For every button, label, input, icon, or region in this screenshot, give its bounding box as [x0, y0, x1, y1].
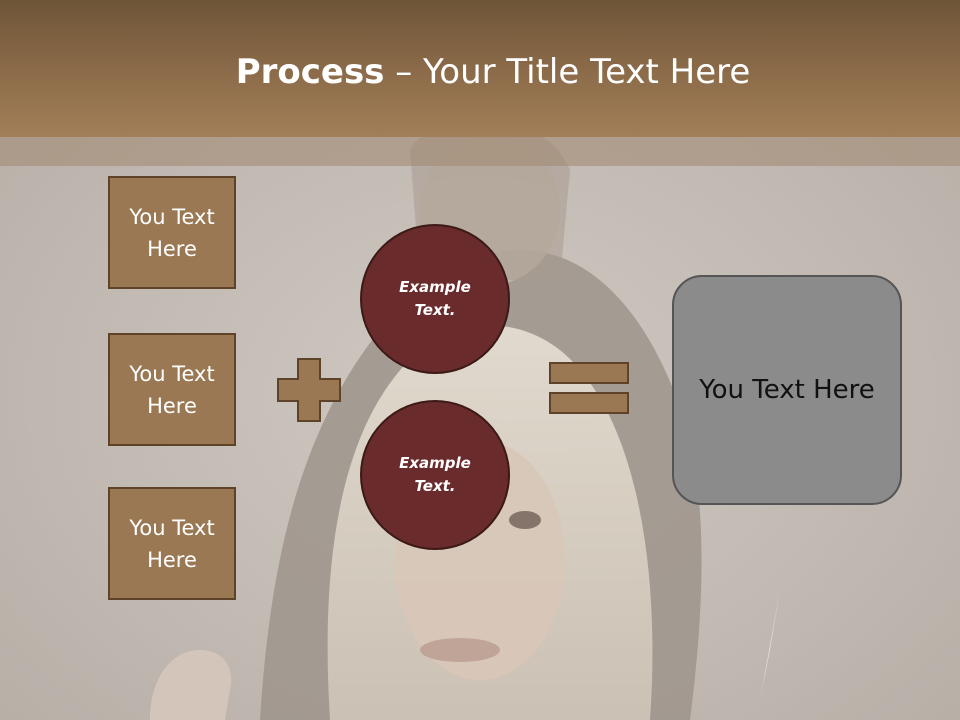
text-box-2: You Text Here: [108, 333, 236, 446]
circle-label: Example Text.: [399, 454, 471, 495]
text-box-3: You Text Here: [108, 487, 236, 600]
text-box-label: You Text Here: [129, 361, 215, 418]
title-bold: Process: [235, 52, 385, 92]
circle-label: Example Text.: [399, 278, 471, 319]
title-band: [0, 137, 960, 166]
title-rest: – Your Title Text Here: [384, 52, 751, 92]
title-bar: [0, 0, 960, 137]
example-circle-1: Example Text.: [360, 224, 510, 374]
text-box-1: You Text Here: [108, 176, 236, 289]
plus-icon: [277, 358, 341, 422]
text-box-label: You Text Here: [129, 515, 215, 572]
text-box-label: You Text Here: [129, 204, 215, 261]
equals-icon: [549, 362, 629, 414]
slide-title: Process – Your Title Text Here: [0, 52, 960, 92]
example-circle-2: Example Text.: [360, 400, 510, 550]
result-box: You Text Here: [672, 275, 902, 505]
result-label: You Text Here: [699, 375, 875, 405]
